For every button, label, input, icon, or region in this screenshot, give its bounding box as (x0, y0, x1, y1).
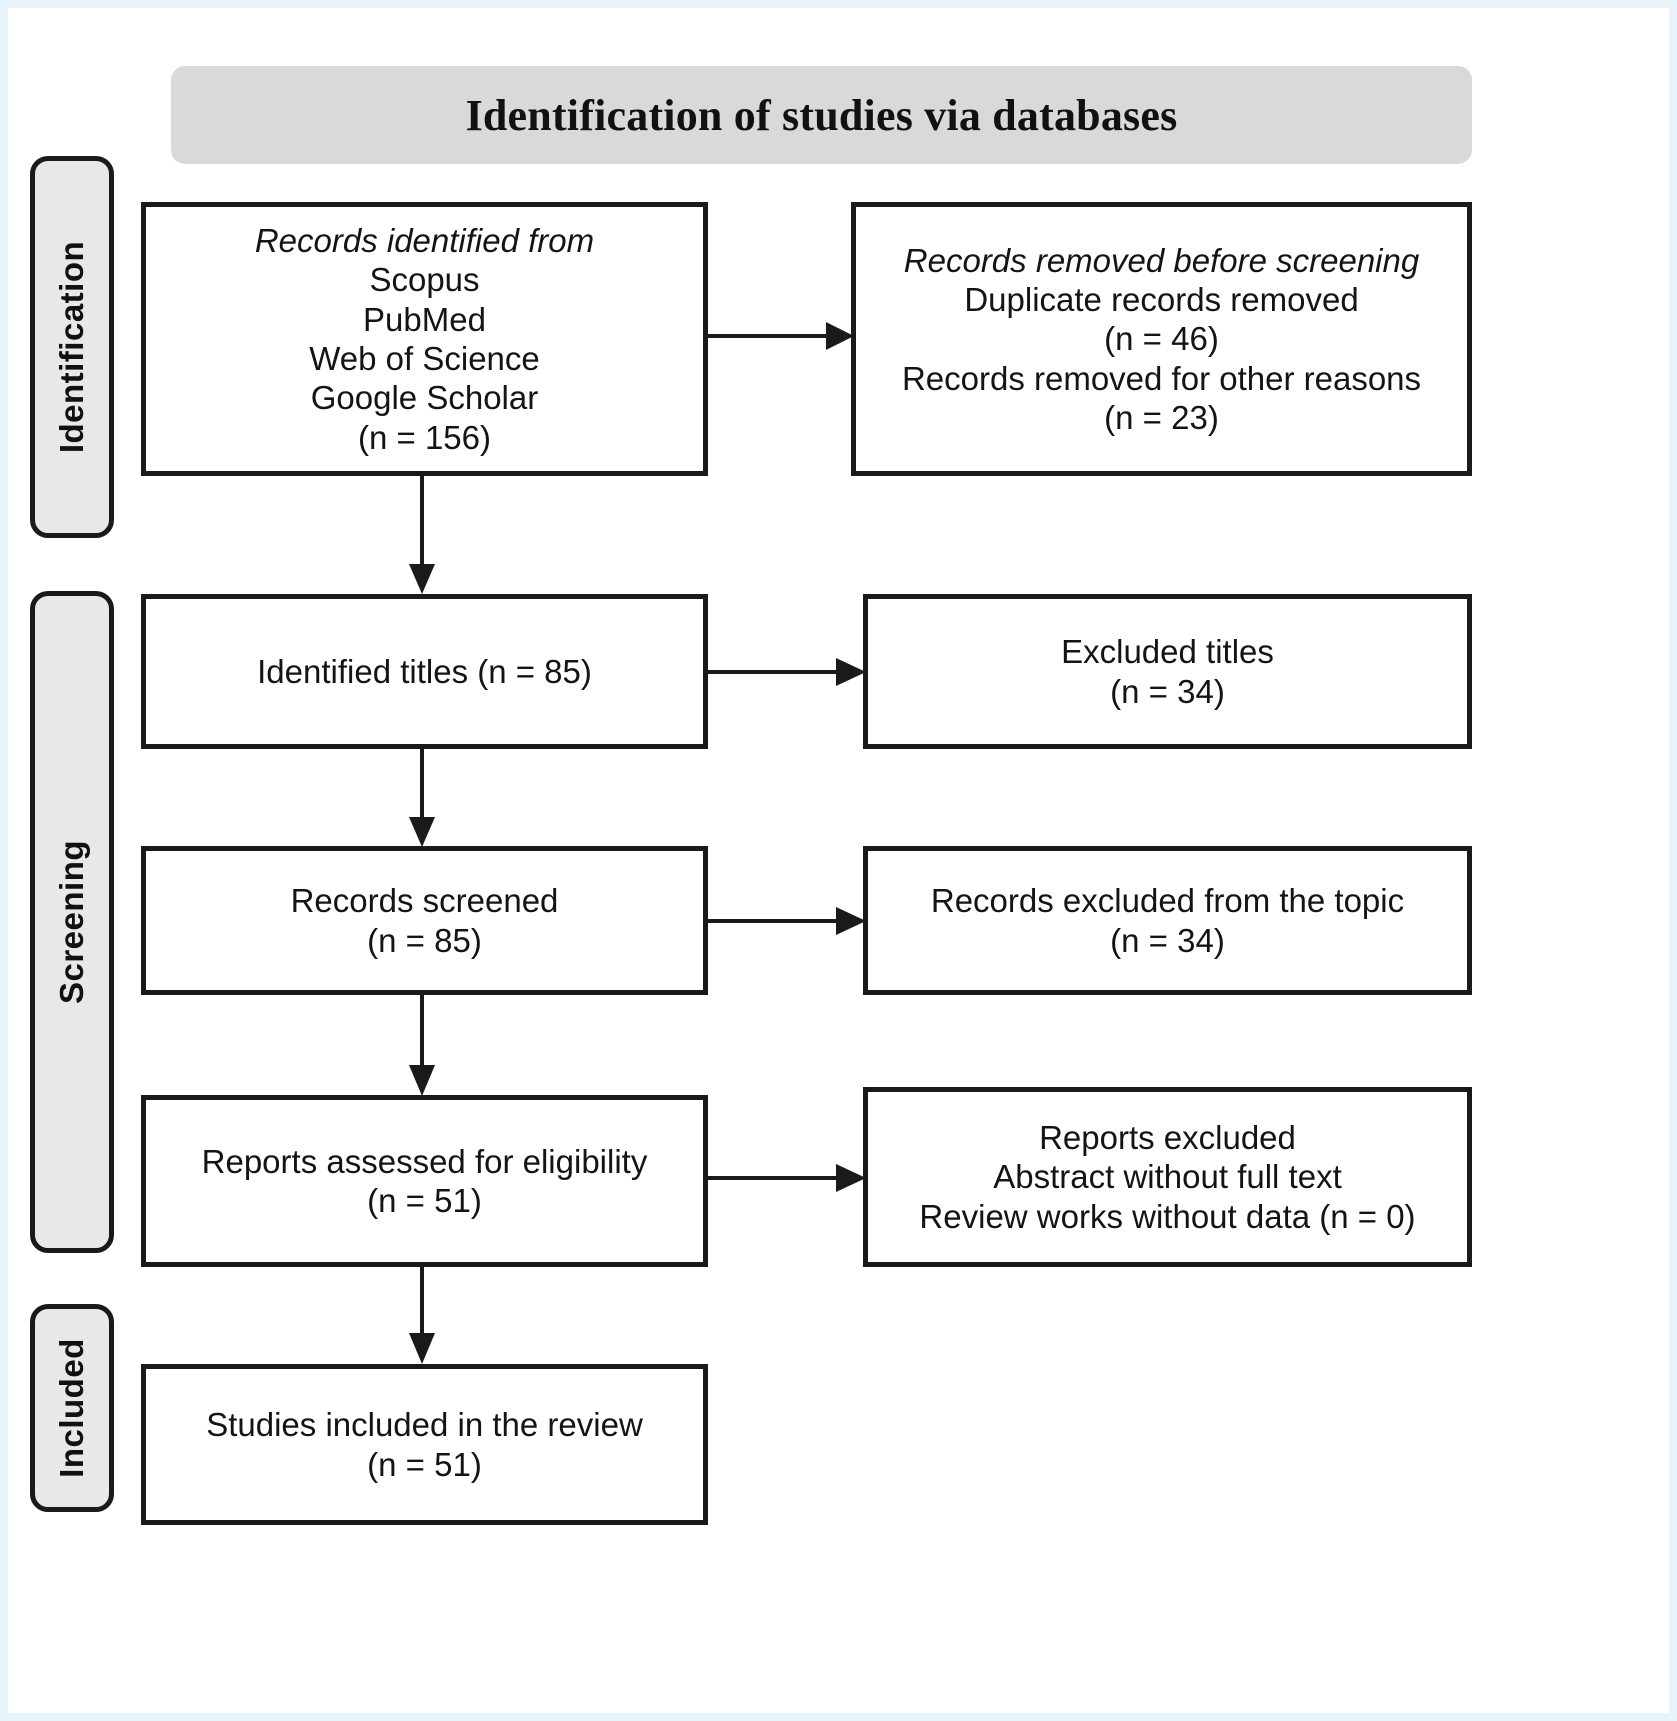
box-line: Records identified from (254, 222, 595, 260)
box-records-identified-from: Records identified from Scopus PubMed We… (141, 202, 708, 476)
box-excluded-titles: Excluded titles (n = 34) (863, 594, 1472, 749)
phase-label-screening: Screening (30, 591, 114, 1253)
phase-label-included-text: Included (53, 1338, 90, 1478)
box-line: (n = 156) (358, 418, 491, 456)
arrow-identified-titles-to-records-screened (404, 749, 440, 850)
box-line: Identified titles (n = 85) (257, 652, 592, 690)
box-reports-assessed-for-eligibility: Reports assessed for eligibility (n = 51… (141, 1095, 708, 1267)
arrow-reports-assessed-to-reports-excluded (708, 1160, 870, 1196)
phase-label-included: Included (30, 1304, 114, 1512)
box-line: Excluded titles (1061, 633, 1274, 671)
arrow-identified-from-to-removed-before (708, 318, 858, 354)
arrow-identified-titles-to-excluded-titles (708, 654, 870, 690)
box-line: Records removed before screening (903, 241, 1420, 279)
box-line: (n = 23) (1104, 398, 1219, 436)
box-line: Duplicate records removed (964, 281, 1359, 319)
box-records-removed-before-screening: Records removed before screening Duplica… (851, 202, 1472, 476)
box-line: Abstract without full text (993, 1158, 1342, 1196)
phase-label-screening-text: Screening (53, 839, 90, 1005)
box-line: Records excluded from the topic (930, 882, 1405, 920)
box-studies-included-in-review: Studies included in the review (n = 51) (141, 1364, 708, 1525)
arrow-records-screened-to-reports-assessed (404, 995, 440, 1099)
box-line: Records removed for other reasons (901, 359, 1422, 397)
box-line: Reports assessed for eligibility (201, 1142, 648, 1180)
box-line: Web of Science (309, 340, 540, 377)
box-line: Scopus (369, 261, 480, 299)
box-reports-excluded: Reports excluded Abstract without full t… (863, 1087, 1472, 1267)
box-line: Records screened (290, 882, 559, 920)
box-line: PubMed (363, 300, 486, 338)
diagram-canvas: Identification of studies via databases … (8, 8, 1669, 1713)
box-line: (n = 51) (367, 1445, 482, 1483)
box-identified-titles: Identified titles (n = 85) (141, 594, 708, 749)
box-line: Studies included in the review (206, 1406, 643, 1444)
page-title: Identification of studies via databases (465, 90, 1178, 140)
phase-label-identification-text: Identification (53, 240, 90, 454)
box-line: (n = 46) (1104, 320, 1219, 358)
arrow-reports-assessed-to-studies-included (404, 1267, 440, 1367)
box-line: (n = 34) (1110, 672, 1225, 710)
arrow-records-screened-to-records-excluded (708, 903, 870, 939)
box-records-excluded-from-topic: Records excluded from the topic (n = 34) (863, 846, 1472, 995)
box-line: (n = 34) (1110, 921, 1225, 959)
phase-label-identification: Identification (30, 156, 114, 538)
box-records-screened: Records screened (n = 85) (141, 846, 708, 995)
box-line: (n = 85) (367, 921, 482, 959)
diagram-header-banner: Identification of studies via databases (171, 66, 1472, 164)
arrow-identified-from-to-identified-titles (404, 476, 440, 598)
box-line: (n = 51) (367, 1182, 482, 1219)
box-line: Reports excluded (1039, 1119, 1296, 1157)
box-line: Review works without data (n = 0) (919, 1197, 1416, 1235)
box-line: Google Scholar (310, 379, 539, 417)
